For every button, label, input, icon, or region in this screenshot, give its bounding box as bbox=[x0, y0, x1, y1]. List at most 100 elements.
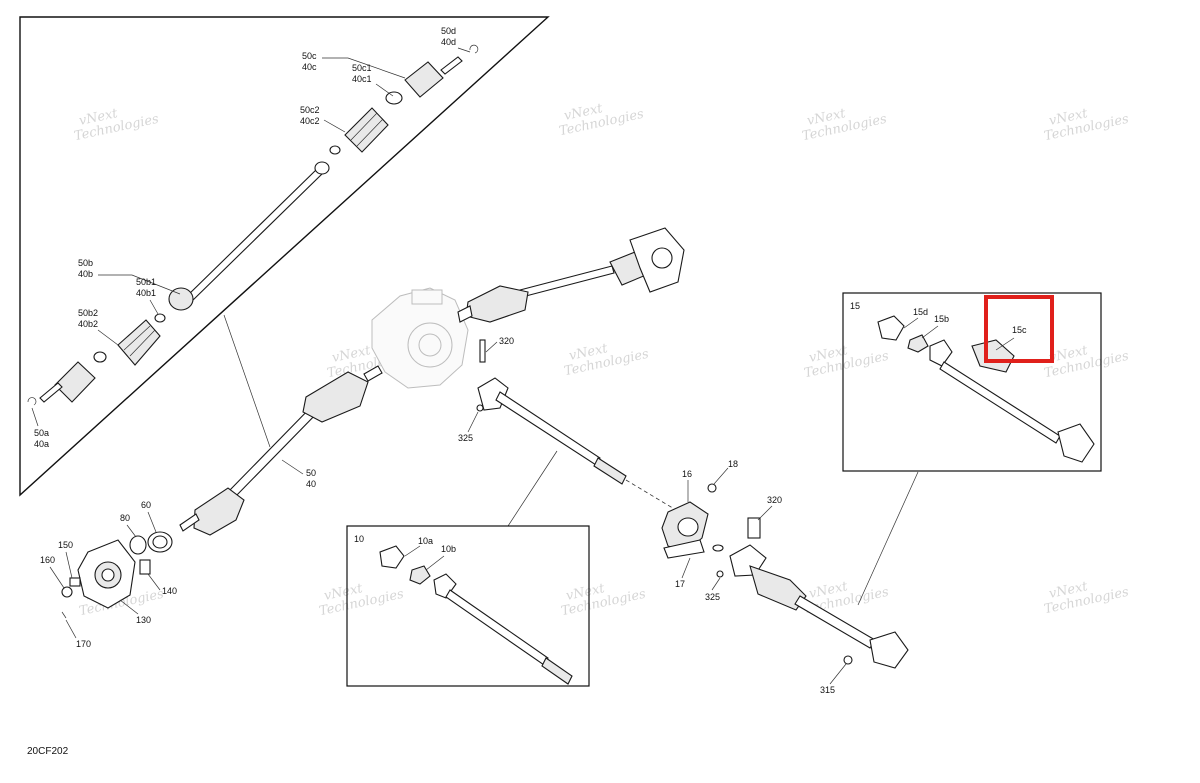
nut-325 bbox=[476, 404, 484, 412]
callout-50c: 50c bbox=[302, 51, 317, 61]
cross-15b bbox=[907, 334, 929, 353]
boot-ridges bbox=[123, 325, 156, 357]
callout-50b1: 50b1 bbox=[136, 277, 156, 287]
callout-15d: 15d bbox=[913, 307, 928, 317]
inner-joint-tripod bbox=[168, 287, 194, 311]
leader-60 bbox=[147, 511, 157, 533]
leader-17 bbox=[681, 557, 691, 579]
nut-18 bbox=[707, 483, 717, 493]
leader-325-lower bbox=[711, 577, 721, 591]
callout-50: 50 bbox=[306, 468, 316, 478]
shaft-tube bbox=[445, 589, 549, 666]
shaft-tube-front bbox=[495, 391, 601, 466]
nut-325-lower bbox=[716, 570, 724, 578]
callout-17: 17 bbox=[675, 579, 685, 589]
washer-150 bbox=[69, 577, 81, 587]
left-half-shaft bbox=[179, 365, 383, 536]
inner-cv-boot bbox=[465, 285, 529, 323]
callout-40c1: 40c1 bbox=[352, 74, 372, 84]
yoke-10a bbox=[379, 545, 405, 569]
clamp-50c1 bbox=[385, 91, 403, 105]
callout-50b2: 50b2 bbox=[78, 308, 98, 318]
flange-yoke bbox=[1057, 423, 1095, 463]
yoke-end bbox=[929, 339, 953, 367]
leader-50 bbox=[281, 459, 304, 475]
callout-16: 16 bbox=[682, 469, 692, 479]
leader-50d bbox=[457, 47, 471, 53]
callout-40d: 40d bbox=[441, 37, 456, 47]
inset-15-leader bbox=[857, 471, 919, 606]
front-propeller-shaft bbox=[476, 339, 627, 485]
leader-320-lower bbox=[757, 505, 773, 521]
shaft-tube-rear bbox=[794, 595, 876, 649]
callout-140: 140 bbox=[162, 586, 177, 596]
nut-315 bbox=[843, 655, 853, 665]
bearing-bore bbox=[677, 517, 699, 537]
callout-40b1: 40b1 bbox=[136, 288, 156, 298]
flange-yoke bbox=[869, 631, 909, 669]
cross-10b bbox=[409, 565, 431, 585]
knuckle-hub bbox=[651, 247, 673, 269]
callout-150: 150 bbox=[58, 540, 73, 550]
callout-50b: 50b bbox=[78, 258, 93, 268]
callout-50d: 50d bbox=[441, 26, 456, 36]
right-half-shaft bbox=[457, 227, 685, 323]
leader-80 bbox=[126, 524, 137, 538]
leader-170 bbox=[65, 619, 77, 639]
callout-10b: 10b bbox=[441, 544, 456, 554]
bolt-320-lower bbox=[747, 517, 761, 539]
boot-50c2 bbox=[344, 107, 389, 153]
callout-320-lower: 320 bbox=[767, 495, 782, 505]
callout-40b2: 40b2 bbox=[78, 319, 98, 329]
highlight-box-15c bbox=[984, 295, 1054, 363]
seal-ring bbox=[712, 544, 724, 552]
center-bearing bbox=[661, 483, 724, 559]
callout-325-top: 325 bbox=[458, 433, 473, 443]
screw-140 bbox=[139, 559, 151, 575]
bolt-320 bbox=[479, 339, 486, 363]
leader-150 bbox=[65, 551, 73, 579]
callout-40: 40 bbox=[306, 479, 316, 489]
callout-325-lower: 325 bbox=[705, 592, 720, 602]
shaft-spline bbox=[541, 657, 573, 685]
shaft-tube bbox=[939, 361, 1061, 444]
leader-50b bbox=[98, 274, 181, 295]
boot-15c bbox=[971, 339, 1015, 373]
shaft-bar bbox=[519, 265, 615, 298]
cotter-pin-170 bbox=[61, 611, 67, 619]
callout-15c: 15c bbox=[1012, 325, 1027, 335]
spline-stub bbox=[457, 305, 473, 323]
leader-10b bbox=[425, 555, 445, 571]
callout-15b: 15b bbox=[934, 314, 949, 324]
shaft-spline bbox=[593, 457, 627, 485]
dashed-alignment-line bbox=[625, 479, 677, 511]
callout-40c2: 40c2 bbox=[300, 116, 320, 126]
differential-hub bbox=[418, 333, 442, 357]
leader-18 bbox=[713, 467, 729, 485]
bearing-bracket-17 bbox=[663, 539, 705, 559]
inset-10-shaft bbox=[379, 545, 573, 685]
circlip-50a bbox=[27, 397, 37, 406]
cv-housing-50a bbox=[54, 361, 96, 403]
leader-315 bbox=[829, 663, 847, 685]
ring-80 bbox=[129, 535, 147, 555]
leader-50c2 bbox=[323, 119, 346, 133]
bearing-bore bbox=[152, 535, 168, 549]
callout-320-top: 320 bbox=[499, 336, 514, 346]
spline-stub bbox=[363, 365, 383, 382]
callout-10a: 10a bbox=[418, 536, 433, 546]
inset-15-shaft bbox=[877, 315, 1095, 463]
rear-propeller-shaft bbox=[716, 517, 909, 669]
cv-housing-50c bbox=[404, 61, 444, 98]
outer-cv-boot bbox=[193, 487, 245, 536]
callout-18: 18 bbox=[728, 459, 738, 469]
leader-50c1 bbox=[375, 83, 394, 97]
inset-10-number: 10 bbox=[354, 534, 364, 544]
leader-325-top bbox=[467, 411, 479, 433]
circlip-50d bbox=[469, 44, 479, 54]
leader-10a bbox=[404, 545, 421, 557]
callout-130: 130 bbox=[136, 615, 151, 625]
